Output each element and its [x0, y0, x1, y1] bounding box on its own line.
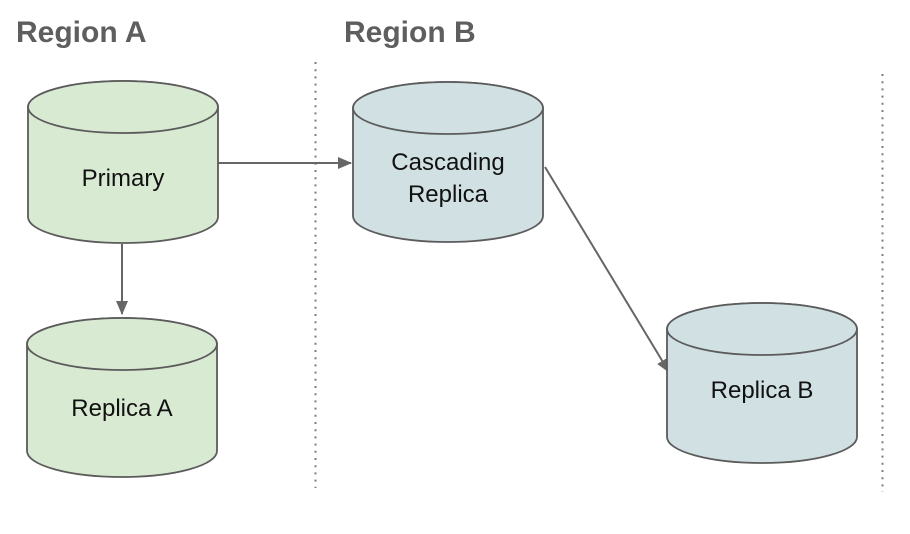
node-replica-b: Replica B [666, 302, 858, 464]
database-cylinder-lid [27, 80, 219, 134]
database-cylinder-lid [666, 302, 858, 356]
edge-cascading-replica-to-replica-b [544, 166, 670, 373]
node-primary: Primary [27, 80, 219, 244]
database-cylinder-lid [352, 81, 544, 135]
node-replica-a-label: Replica A [71, 395, 172, 422]
region-a-title: Region A [16, 16, 147, 49]
node-primary-label: Primary [82, 165, 165, 192]
region-b-title: Region B [344, 16, 476, 49]
node-cascading-replica-label-line2: Replica [408, 181, 489, 208]
node-cascading-replica-label-line1: Cascading [391, 149, 504, 176]
database-cylinder-lid [26, 317, 218, 371]
node-replica-b-label: Replica B [711, 377, 814, 404]
node-cascading-replica: Cascading Replica [352, 81, 544, 243]
node-replica-a: Replica A [26, 317, 218, 478]
